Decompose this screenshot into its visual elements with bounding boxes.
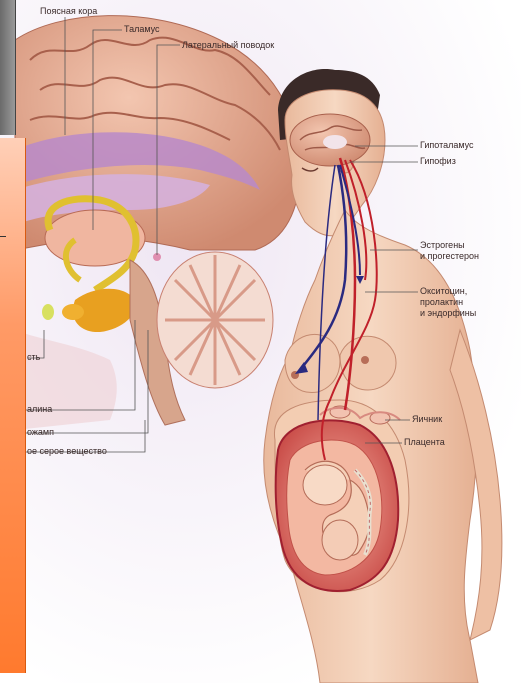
label-left-partial-1: сть: [27, 352, 40, 363]
label-estrogens: Эстрогены: [420, 240, 465, 251]
label-lateral-habenula: Латеральный поводок: [182, 40, 274, 51]
label-left-partial-3: ожамп: [27, 427, 54, 438]
label-thalamus: Таламус: [124, 24, 160, 35]
label-pituitary: Гипофиз: [420, 156, 456, 167]
label-placenta: Плацента: [404, 437, 445, 448]
label-oxytocin: Окситоцин,: [420, 286, 467, 297]
orange-side-panel: [0, 138, 26, 673]
label-gray-matter: ое серое вещество: [27, 446, 107, 457]
panel-dash: [0, 236, 6, 237]
label-progesterone: и прогестерон: [420, 251, 479, 262]
uterus: [276, 420, 399, 591]
cerebellum: [157, 252, 273, 388]
label-left-partial-2: алина: [27, 404, 52, 415]
label-endorphins: и эндорфины: [420, 308, 476, 319]
label-hypothalamus: Гипоталамус: [420, 140, 474, 151]
label-prolactin: пролактин: [420, 297, 463, 308]
gray-panel: [0, 0, 16, 135]
label-ovary: Яичник: [412, 414, 442, 425]
label-cingulate-cortex: Поясная кора: [40, 6, 97, 17]
